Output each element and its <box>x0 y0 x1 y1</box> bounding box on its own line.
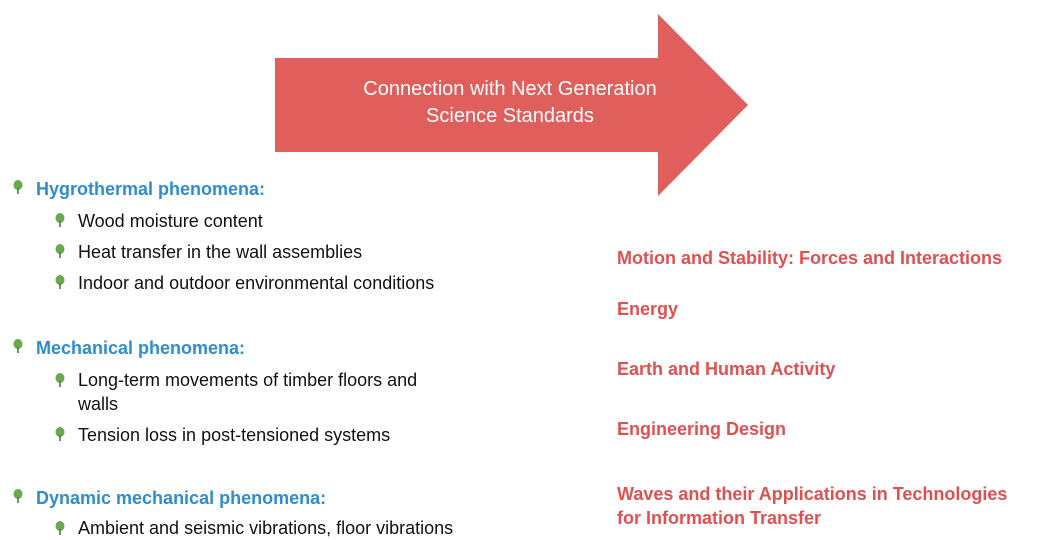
arrow-label-line1: Connection with Next Generation <box>363 78 657 100</box>
tree-icon <box>13 180 23 194</box>
list-item: Long-term movements of timber floors and… <box>78 370 418 414</box>
standard-item: Energy <box>617 299 679 319</box>
standard-item: Earth and Human Activity <box>617 359 836 379</box>
tree-icon <box>55 427 65 441</box>
list-item: Ambient and seismic vibrations, floor vi… <box>78 518 454 538</box>
group-heading-mechanical: Mechanical phenomena: <box>36 338 246 358</box>
standard-item: Motion and Stability: Forces and Interac… <box>617 248 1003 268</box>
arrow-label: Connection with Next Generation Science … <box>300 76 720 130</box>
tree-icon <box>55 275 65 289</box>
phenomena-list: Hygrothermal phenomena: Wood moisture co… <box>0 0 520 538</box>
list-item: Wood moisture content <box>78 211 263 231</box>
list-item: Tension loss in post-tensioned systems <box>78 425 391 445</box>
list-item: Heat transfer in the wall assemblies <box>78 242 363 262</box>
tree-icon <box>13 339 23 353</box>
standards-list: Motion and Stability: Forces and Interac… <box>617 0 1037 538</box>
tree-icon <box>55 213 65 227</box>
tree-icon <box>13 489 23 503</box>
tree-icon <box>55 521 65 535</box>
arrow-shape <box>275 14 748 196</box>
group-heading-dynamic-mechanical: Dynamic mechanical phenomena: <box>36 488 327 508</box>
standard-item: Engineering Design <box>617 419 787 439</box>
tree-icon <box>55 244 65 258</box>
group-heading-hygrothermal: Hygrothermal phenomena: <box>36 179 266 199</box>
tree-icon <box>55 373 65 387</box>
standard-item: Waves and their Applications in Technolo… <box>617 484 1008 528</box>
arrow-label-line2: Science Standards <box>426 105 594 127</box>
list-item: Indoor and outdoor environmental conditi… <box>78 273 435 293</box>
